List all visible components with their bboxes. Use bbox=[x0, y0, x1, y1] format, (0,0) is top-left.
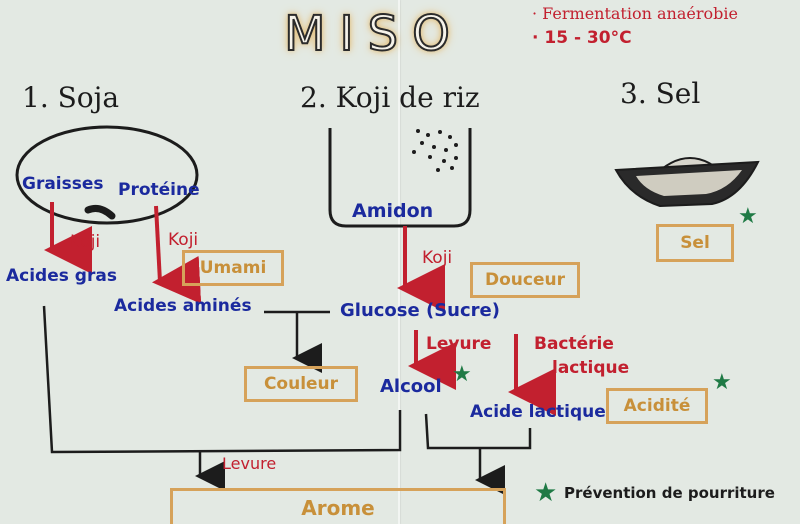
column-heading-soja: 1. Soja bbox=[22, 81, 120, 114]
box-arome-label: Arome bbox=[301, 496, 375, 520]
label-koji-graisses: Koji bbox=[70, 232, 101, 252]
box-douceur-label: Douceur bbox=[485, 270, 565, 290]
page-title: MISO bbox=[248, 5, 500, 63]
label-amidon: Amidon bbox=[352, 200, 434, 222]
column-heading-sel: 3. Sel bbox=[620, 77, 701, 110]
star-icon: ★ bbox=[534, 478, 558, 508]
box-umami-label: Umami bbox=[199, 258, 267, 278]
column-heading-koji: 2. Koji de riz bbox=[300, 81, 480, 114]
legend-prevention: Prévention de pourriture bbox=[564, 484, 775, 502]
label-levure-glucose: Levure bbox=[426, 334, 492, 354]
label-proteine: Protéine bbox=[118, 180, 200, 200]
box-acidite: Acidité bbox=[606, 388, 708, 424]
koji-container-outline bbox=[328, 128, 472, 228]
bowl-icon bbox=[614, 157, 760, 208]
box-arome: Arome bbox=[170, 488, 506, 524]
label-alcool: Alcool bbox=[380, 376, 442, 397]
label-koji-proteine: Koji bbox=[168, 230, 199, 250]
box-sel-label: Sel bbox=[680, 233, 710, 253]
label-bacterie: Bactérie bbox=[534, 334, 614, 354]
label-graisses: Graisses bbox=[22, 174, 104, 194]
box-sel: Sel bbox=[656, 224, 734, 262]
label-acide-lactique: Acide lactique bbox=[470, 402, 606, 422]
label-acides-gras: Acides gras bbox=[6, 266, 117, 286]
condition-anaerobic: · Fermentation anaérobie bbox=[532, 4, 738, 23]
paper-fold bbox=[398, 0, 400, 524]
star-icon: ★ bbox=[712, 370, 732, 395]
box-couleur: Couleur bbox=[244, 366, 358, 402]
condition-temperature: · 15 - 30°C bbox=[532, 28, 632, 48]
title-text: MISO bbox=[283, 5, 464, 63]
box-couleur-label: Couleur bbox=[263, 374, 339, 394]
label-levure-arome: Levure bbox=[222, 454, 277, 473]
label-koji-amidon: Koji bbox=[422, 248, 453, 268]
bean-mark-icon bbox=[84, 205, 116, 220]
label-acides-amines: Acides aminés bbox=[114, 296, 252, 316]
box-douceur: Douceur bbox=[470, 262, 580, 298]
label-lactique: lactique bbox=[552, 358, 630, 378]
star-icon: ★ bbox=[738, 204, 758, 229]
star-icon: ★ bbox=[452, 362, 472, 387]
label-glucose: Glucose (Sucre) bbox=[340, 300, 500, 321]
box-umami: Umami bbox=[182, 250, 284, 286]
soja-bean-outline bbox=[15, 125, 199, 225]
rice-grains-icon bbox=[412, 129, 458, 172]
box-acidite-label: Acidité bbox=[623, 396, 691, 416]
